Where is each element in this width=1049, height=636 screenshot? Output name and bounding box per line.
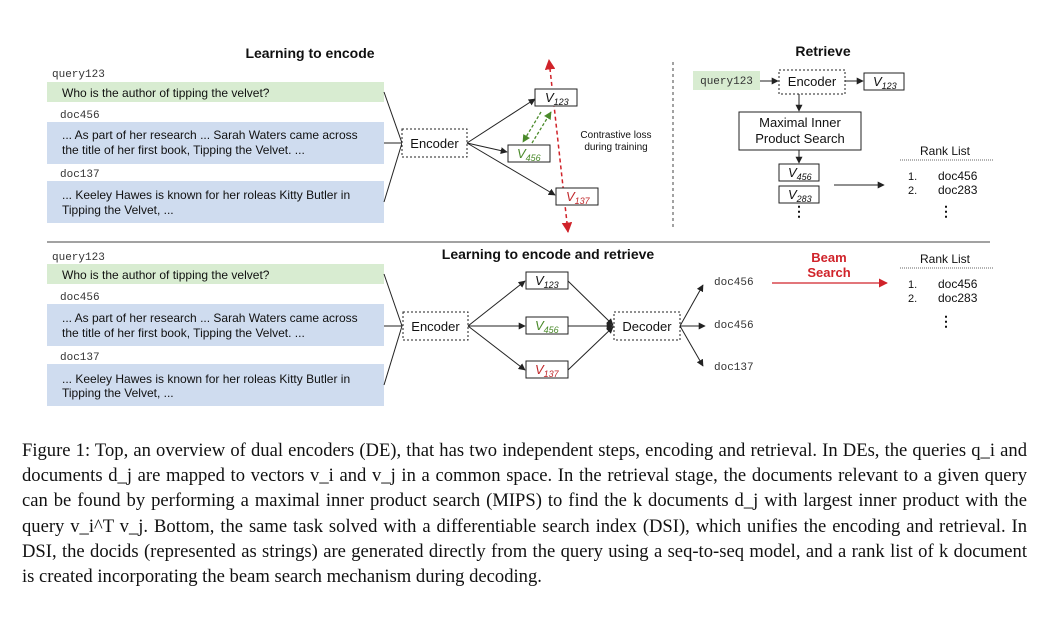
beam-search-line2: Search	[807, 265, 850, 280]
retrieve-rank2-num: 2.	[908, 185, 917, 197]
bottom-rank1-doc: doc456	[938, 277, 978, 291]
top-arrow-v123	[466, 98, 536, 144]
mips-line1: Maximal Inner	[759, 115, 841, 130]
bottom-doc1-id: doc456	[60, 292, 100, 304]
bottom-rank2-num: 2.	[908, 293, 917, 305]
retrieve-rank2-doc: doc283	[938, 183, 978, 197]
bottom-rank-title: Rank List	[920, 252, 971, 266]
top-doc2-line2: Tipping the Velvet, ...	[62, 203, 174, 217]
top-doc1-id: doc456	[60, 110, 100, 122]
top-query-id: query123	[52, 69, 105, 81]
beam-search-line1: Beam	[811, 250, 846, 265]
retrieve-vector-v123: V123	[863, 72, 905, 91]
top-arrow-v137	[466, 142, 556, 196]
retrieve-encoder-label: Encoder	[788, 74, 837, 89]
decoder-box	[613, 311, 681, 341]
top-arrow-v456	[466, 142, 508, 155]
retrieve-candidate-v456: V456	[778, 163, 820, 182]
decoder-label: Decoder	[622, 319, 672, 334]
contrastive-axis	[544, 58, 573, 234]
svg-text:V123: V123	[873, 74, 897, 91]
bottom-doc1-box	[47, 304, 384, 346]
top-vector-v137: V137	[555, 187, 599, 206]
decoder-output-1: doc456	[714, 277, 754, 289]
mips-line2: Product Search	[755, 131, 845, 146]
top-doc1-box	[47, 122, 384, 164]
figure-caption: Figure 1: Top, an overview of dual encod…	[22, 440, 1027, 588]
retrieve-rank-title: Rank List	[920, 144, 971, 158]
bottom-rank-ellipsis: ⋮	[939, 313, 953, 329]
svg-text:V283: V283	[788, 187, 812, 204]
bottom-rank2-doc: doc283	[938, 291, 978, 305]
retrieve-query-id: query123	[700, 76, 753, 88]
bottom-rank1-num: 1.	[908, 279, 917, 291]
svg-text:V123: V123	[545, 90, 569, 107]
bottom-doc2-line2: Tipping the Velvet, ...	[62, 386, 174, 400]
diagram: Learning to encode query123 Who is the a…	[47, 43, 993, 406]
bottom-arrow-v137-dec	[567, 326, 614, 371]
svg-text:V456: V456	[788, 165, 812, 182]
top-doc1-line1: ... As part of her research ... Sarah Wa…	[62, 128, 358, 142]
top-query-text: Who is the author of tipping the velvet?	[62, 86, 270, 100]
top-encoder-box	[401, 128, 468, 158]
bottom-vector-v456: V456	[525, 316, 569, 335]
bottom-arrow-v123-dec	[567, 280, 614, 326]
bottom-vector-v137: V137	[525, 360, 569, 379]
bottom-encoder-box	[402, 311, 469, 341]
bottom-query-box	[47, 264, 384, 284]
contrastive-note-line2: during training	[584, 142, 647, 153]
top-title: Learning to encode	[245, 45, 374, 61]
svg-text:V137: V137	[535, 362, 560, 379]
bottom-conv-line-query	[383, 273, 403, 327]
top-vector-v123: V123	[534, 88, 578, 107]
retrieve-rank1-doc: doc456	[938, 169, 978, 183]
top-encoder-label: Encoder	[410, 136, 459, 151]
bottom-query-id: query123	[52, 252, 105, 264]
retrieve-rank1-num: 1.	[908, 171, 917, 183]
mips-box	[738, 111, 862, 151]
bottom-doc1-line1: ... As part of her research ... Sarah Wa…	[62, 311, 358, 325]
top-doc2-id: doc137	[60, 169, 100, 181]
contrastive-pull-1	[531, 111, 552, 144]
retrieve-candidates-ellipsis: ⋮	[792, 203, 806, 219]
bottom-arrow-dec-out1	[679, 284, 704, 327]
contrastive-note-line1: Contrastive loss	[580, 130, 651, 141]
bottom-arrow-enc-v123	[467, 280, 526, 327]
bottom-query-text: Who is the author of tipping the velvet?	[62, 268, 270, 282]
svg-text:V123: V123	[535, 273, 559, 290]
contrastive-pull-2	[522, 111, 542, 143]
top-vector-v456: V456	[507, 144, 551, 163]
retrieve-query-box	[693, 71, 760, 90]
svg-text:V137: V137	[566, 189, 591, 206]
bottom-arrow-dec-out3	[679, 325, 704, 367]
top-query-box	[47, 82, 384, 102]
retrieve-rank-ellipsis: ⋮	[939, 203, 953, 219]
decoder-output-2: doc456	[714, 320, 754, 332]
top-doc1-line2: the title of her first book, Tipping the…	[62, 143, 305, 157]
bottom-doc1-line2: the title of her first book, Tipping the…	[62, 326, 305, 340]
bottom-arrow-enc-v137	[467, 325, 526, 371]
svg-text:V456: V456	[535, 318, 559, 335]
retrieve-candidate-v283: V283	[778, 185, 820, 204]
bottom-doc2-id: doc137	[60, 352, 100, 364]
bottom-conv-line-doc2	[383, 325, 403, 386]
bottom-encoder-label: Encoder	[411, 319, 460, 334]
bottom-doc2-box	[47, 364, 384, 406]
top-doc2-box	[47, 181, 384, 223]
top-conv-line-doc2	[383, 142, 403, 203]
top-conv-line-query	[383, 91, 403, 144]
bottom-title: Learning to encode and retrieve	[442, 246, 655, 262]
svg-text:V456: V456	[517, 146, 541, 163]
retrieve-encoder-box	[778, 69, 846, 95]
decoder-output-3: doc137	[714, 362, 754, 374]
retrieve-title: Retrieve	[795, 43, 850, 59]
bottom-vector-v123: V123	[525, 271, 569, 290]
bottom-doc2-line1: ... Keeley Hawes is known for her roleas…	[62, 372, 350, 386]
top-doc2-line1: ... Keeley Hawes is known for her roleas…	[62, 188, 350, 202]
